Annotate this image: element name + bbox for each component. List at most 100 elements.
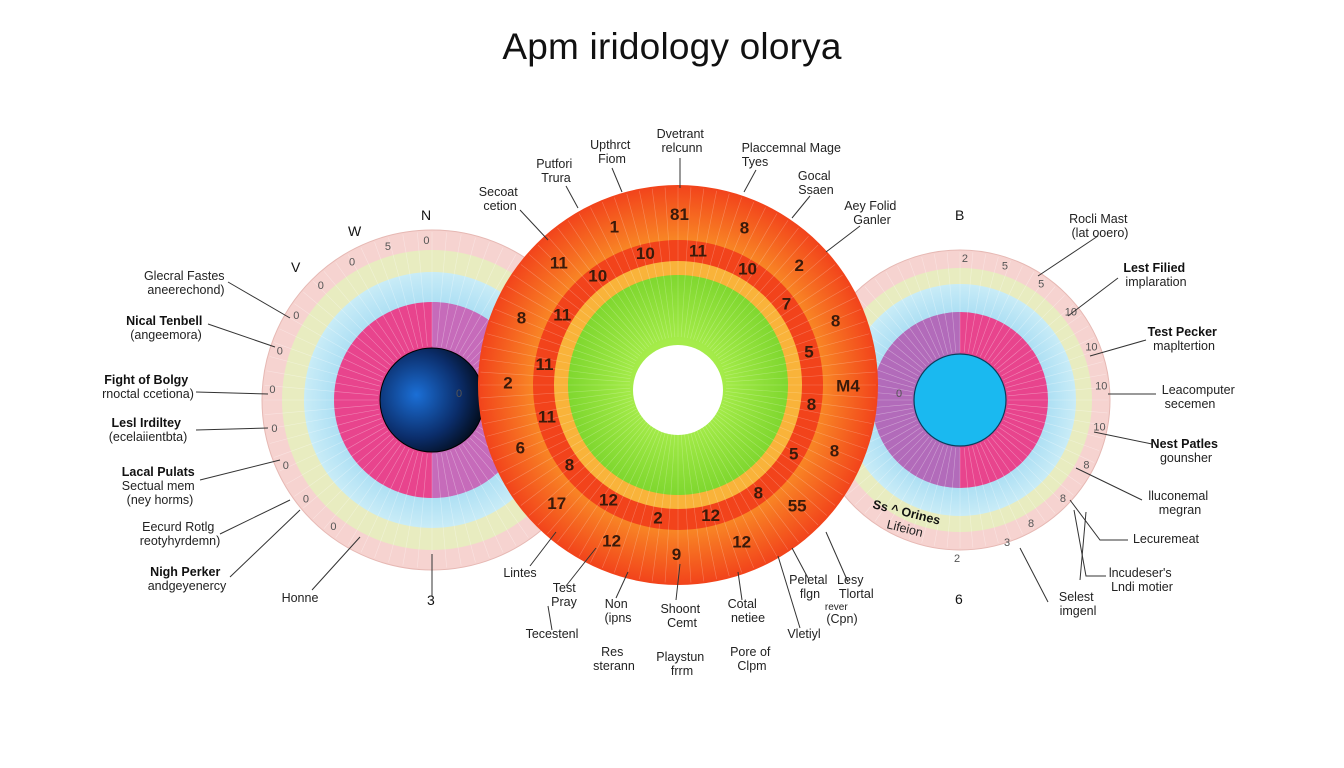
- iris-fiber: [976, 445, 1011, 540]
- iris-fiber: [614, 197, 663, 340]
- iris-fiber: [683, 188, 705, 338]
- left-label-2: Nical Tenbell (angeemora): [126, 314, 206, 342]
- right-label-6: lluconemal megran: [1148, 489, 1211, 517]
- top-label-6: Gocal Ssaen: [798, 169, 834, 197]
- iris-fiber: [601, 429, 660, 569]
- iris-fiber: [897, 265, 940, 357]
- outer-ring-number: 8: [740, 219, 749, 238]
- iris-fiber: [701, 213, 778, 344]
- left-label-6: Eecurd Rotlg reotyhyrdemn): [140, 520, 221, 548]
- bottom-label-group: Lintes Test Pray Tecestenl Non (ipns Res…: [503, 531, 877, 678]
- iris-fiber: [279, 422, 384, 472]
- iris-fiber: [687, 190, 717, 338]
- left-scale-number: 0: [303, 494, 309, 506]
- iris-fiber: [722, 308, 862, 367]
- iris-fiber: [696, 201, 755, 341]
- iris-fiber: [651, 188, 673, 338]
- iris-fiber: [706, 227, 799, 348]
- right-label-1: Rocli Mast (lat ooero): [1069, 212, 1131, 240]
- iris-fiber: [454, 448, 504, 553]
- left-scale-number: 0: [277, 346, 283, 358]
- inner-ring-number: 2: [653, 509, 662, 528]
- iris-fiber: [724, 397, 870, 437]
- inner-ring-number: 5: [804, 342, 813, 361]
- iris-fiber: [1007, 386, 1108, 397]
- inner-ring-number: 8: [565, 455, 574, 474]
- inner-ring-number: 11: [535, 355, 553, 374]
- right-label-3: Test Pecker mapltertion: [1148, 325, 1221, 353]
- iris-fiber: [996, 430, 1074, 496]
- iris-fiber: [513, 411, 639, 496]
- inner-ring-number: 11: [553, 305, 571, 324]
- iris-fiber: [980, 443, 1023, 535]
- iris-fiber: [706, 422, 799, 543]
- bottom-label-1: Lintes: [503, 566, 536, 580]
- iris-fiber: [704, 424, 789, 550]
- iris-fiber: [445, 452, 476, 563]
- iris-fiber: [664, 432, 676, 583]
- left-label-5: Lacal Pulats Sectual mem (ney horms): [122, 465, 198, 507]
- iris-fiber: [704, 220, 789, 346]
- left-scale-number: 0: [293, 310, 299, 322]
- iris-fiber: [711, 418, 819, 526]
- iris-fiber: [513, 274, 639, 359]
- iris-fiber: [266, 409, 379, 430]
- bottom-label-5: Res sterann: [593, 645, 635, 673]
- iris-fiber: [274, 418, 382, 458]
- iris-fiber: [972, 446, 999, 544]
- outer-ring-number: M4: [836, 376, 860, 395]
- iris-fiber: [874, 439, 933, 522]
- iris-fiber: [999, 314, 1082, 373]
- right-scale-number: 10: [1093, 421, 1105, 433]
- iris-fiber: [269, 413, 380, 444]
- iris-fiber: [996, 304, 1074, 370]
- iris-fiber: [980, 265, 1023, 357]
- iris-fiber: [725, 387, 876, 399]
- iris-fiber: [1005, 349, 1100, 384]
- iris-fiber: [725, 390, 875, 412]
- iris-fiber: [520, 413, 641, 506]
- iris-fiber: [864, 286, 930, 364]
- iris-fiber: [323, 441, 398, 529]
- iris-fiber: [347, 254, 406, 354]
- outer-ring-number: 12: [732, 533, 751, 552]
- right-scale-number: 5: [1038, 279, 1044, 291]
- bottom-label-11: Vletiyl: [787, 627, 820, 641]
- inner-ring-number: 12: [599, 491, 618, 510]
- iris-fiber: [690, 431, 730, 577]
- iris-fiber: [720, 405, 856, 473]
- iris-fiber: [547, 235, 647, 350]
- iris-fiber: [590, 427, 658, 563]
- inner-ring-number: 10: [738, 259, 757, 278]
- iris-fiber: [999, 427, 1082, 486]
- iris-fiber: [500, 297, 636, 365]
- iris-fiber: [717, 274, 843, 359]
- iris-fiber: [294, 430, 388, 497]
- iris-fiber: [506, 285, 637, 362]
- iris-fiber: [713, 254, 828, 354]
- right-bottom-number-6: 6: [955, 591, 963, 607]
- iris-fiber: [934, 254, 952, 353]
- iris-fiber: [1003, 420, 1095, 463]
- iris-fiber: [921, 256, 948, 354]
- iris-fiber: [486, 397, 632, 437]
- iris-fiber: [547, 420, 647, 535]
- outer-ring-number: 8: [831, 311, 840, 330]
- outer-ring-number: 8: [830, 441, 839, 460]
- iris-fiber: [441, 234, 462, 347]
- bottom-label-6: Shoont Cemt: [660, 602, 703, 630]
- right-label-7: Lecuremeat: [1133, 532, 1200, 546]
- outer-ring-number: 2: [503, 374, 512, 393]
- iris-fiber: [266, 370, 379, 391]
- iris-fiber: [983, 271, 1035, 359]
- iris-fiber: [723, 321, 866, 370]
- iris-fiber: [855, 295, 927, 367]
- iris-fiber: [450, 450, 490, 558]
- iris-fiber: [480, 387, 631, 399]
- bottom-label-9: Pore of Clpm: [730, 645, 774, 673]
- bottom-label-12: Lesy Tlortal rever (Cpn): [825, 573, 877, 626]
- right-pupil: [913, 353, 1007, 447]
- inner-ring-number: 8: [807, 395, 816, 414]
